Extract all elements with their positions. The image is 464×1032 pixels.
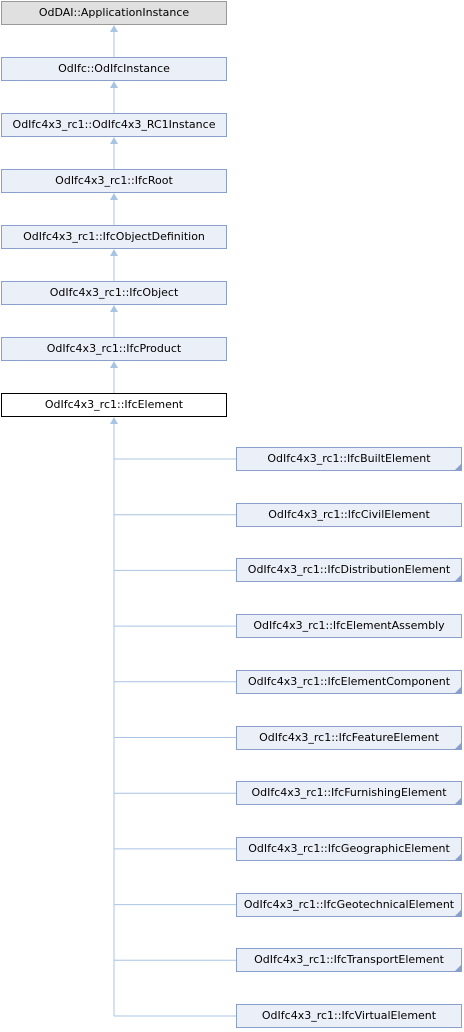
inheritance-arrow-icon [110, 137, 118, 144]
class-node-odifc4x3_rc1instance[interactable]: OdIfc4x3_rc1::OdIfc4x3_RC1Instance [1, 113, 227, 137]
inheritance-arrow-icon [110, 249, 118, 256]
inheritance-arrow-icon [110, 25, 118, 32]
class-node-label: OdIfc4x3_rc1::IfcRoot [55, 174, 173, 187]
class-node-label: OdIfc4x3_rc1::IfcElementAssembly [253, 619, 445, 633]
class-node-ifcroot[interactable]: OdIfc4x3_rc1::IfcRoot [1, 169, 227, 193]
class-node-ifcgeotechnicalelement[interactable]: OdIfc4x3_rc1::IfcGeotechnicalElement [236, 892, 462, 917]
class-node-label: OdIfc4x3_rc1::IfcVirtualElement [261, 1009, 437, 1022]
class-node-label: OdIfc4x3_rc1::IfcProduct [46, 342, 182, 355]
collapsed-children-icon [455, 965, 461, 972]
class-node-label: OdIfc4x3_rc1::IfcBuiltElement [267, 452, 431, 465]
class-node-applicationinstance[interactable]: OdDAI::ApplicationInstance [1, 1, 227, 25]
class-node-label: OdIfc4x3_rc1::IfcGeographicElement [248, 841, 450, 855]
class-node-label: OdIfc4x3_rc1::IfcGeotechnicalElement [243, 897, 455, 911]
class-node-ifcvirtualelement[interactable]: OdIfc4x3_rc1::IfcVirtualElement [236, 1004, 462, 1028]
class-node-label: OdIfc4x3_rc1::IfcElementComponent [247, 674, 451, 688]
class-node-ifcproduct[interactable]: OdIfc4x3_rc1::IfcProduct [1, 337, 227, 361]
class-node-label: OdIfc4x3_rc1::IfcCivilElement [268, 507, 430, 521]
class-node-label: OdDAI::ApplicationInstance [38, 6, 190, 19]
class-node-label: OdIfc4x3_rc1::IfcTransportElement [254, 953, 444, 967]
class-node-ifcgeographicelement[interactable]: OdIfc4x3_rc1::IfcGeographicElement [236, 836, 462, 861]
class-node-label: OdIfc4x3_rc1::IfcFurnishingElement [251, 786, 447, 800]
inheritance-arrow-icon [110, 193, 118, 200]
class-node-ifcobject[interactable]: OdIfc4x3_rc1::IfcObject [1, 281, 227, 305]
class-node-ifcbuiltelement[interactable]: OdIfc4x3_rc1::IfcBuiltElement [236, 447, 462, 471]
collapsed-children-icon [455, 909, 461, 916]
collapsed-children-icon [455, 742, 461, 749]
class-node-label: OdIfc4x3_rc1::IfcObjectDefinition [23, 230, 205, 243]
inheritance-arrow-icon [110, 417, 118, 424]
class-node-label: OdIfc4x3_rc1::IfcObject [49, 286, 179, 299]
class-node-label: OdIfc4x3_rc1::OdIfc4x3_RC1Instance [12, 118, 216, 131]
class-node-ifctransportelement[interactable]: OdIfc4x3_rc1::IfcTransportElement [236, 948, 462, 973]
collapsed-children-icon [455, 464, 461, 470]
class-node-ifccivilelement[interactable]: OdIfc4x3_rc1::IfcCivilElement [236, 502, 462, 527]
collapsed-children-icon [455, 686, 461, 693]
inheritance-arrow-icon [110, 305, 118, 312]
inheritance-arrow-icon [110, 81, 118, 88]
collapsed-children-icon [455, 575, 461, 582]
inheritance-arrow-icon [110, 361, 118, 368]
class-node-ifcobjectdefinition[interactable]: OdIfc4x3_rc1::IfcObjectDefinition [1, 225, 227, 249]
class-node-ifcfeatureelement[interactable]: OdIfc4x3_rc1::IfcFeatureElement [236, 725, 462, 750]
class-node-label: OdIfc4x3_rc1::IfcElement [44, 398, 184, 411]
collapsed-children-icon [455, 853, 461, 860]
class-node-ifcelementcomponent[interactable]: OdIfc4x3_rc1::IfcElementComponent [236, 669, 462, 694]
class-node-ifcelement[interactable]: OdIfc4x3_rc1::IfcElement [1, 393, 227, 417]
collapsed-children-icon [455, 798, 461, 805]
class-node-ifcelementassembly[interactable]: OdIfc4x3_rc1::IfcElementAssembly [236, 614, 462, 639]
class-node-ifcdistributionelement[interactable]: OdIfc4x3_rc1::IfcDistributionElement [236, 558, 462, 583]
class-node-label: OdIfc::OdIfcInstance [58, 62, 170, 75]
class-node-odifcinstance[interactable]: OdIfc::OdIfcInstance [1, 57, 227, 81]
class-node-label: OdIfc4x3_rc1::IfcDistributionElement [247, 563, 451, 577]
class-node-ifcfurnishingelement[interactable]: OdIfc4x3_rc1::IfcFurnishingElement [236, 781, 462, 806]
class-node-label: OdIfc4x3_rc1::IfcFeatureElement [259, 730, 439, 744]
